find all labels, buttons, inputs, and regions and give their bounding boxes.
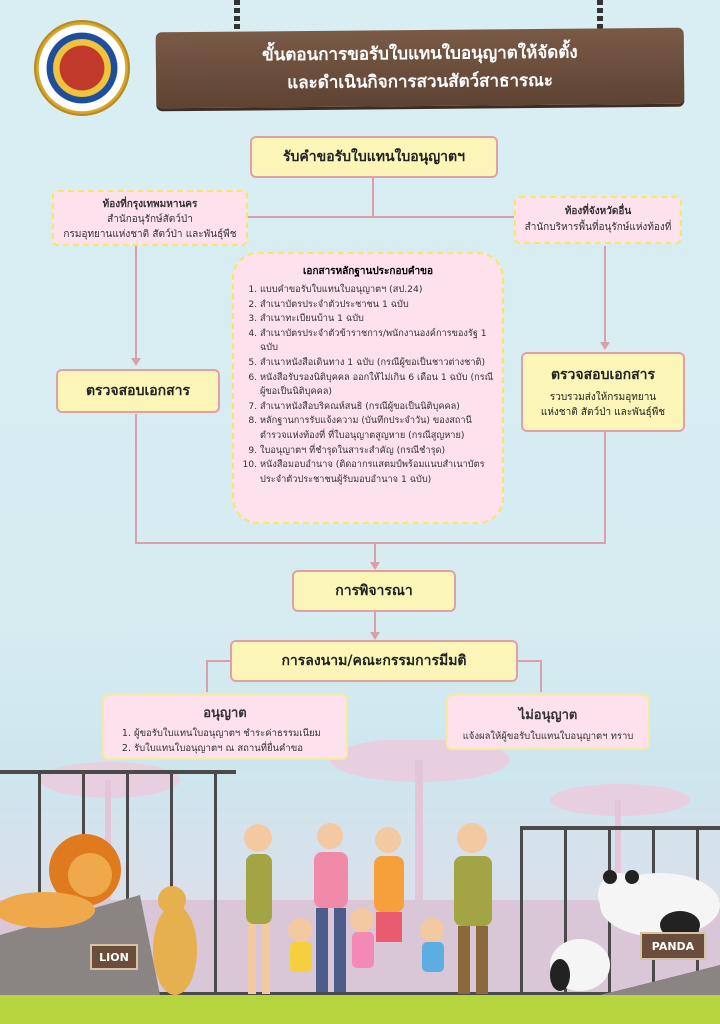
document-item: สำเนาบัตรประจำตัวข้าราชการ/พนักงานองค์กา…: [260, 327, 494, 356]
lion-sign: LION: [90, 944, 138, 970]
approved-item: ผู้ขอรับใบแทนใบอนุญาตฯ ชำระค่าธรรมเนียม: [134, 726, 346, 741]
consideration-step-box: การพิจารณา: [292, 570, 456, 612]
document-item: หลักฐานการรับแจ้งความ (บันทึกประจำวัน) ข…: [260, 414, 494, 443]
bangkok-line-1: สำนักอนุรักษ์สัตว์ป่า: [107, 214, 193, 225]
document-item: สำเนาหนังสือบริคณห์สนธิ (กรณีผู้ขอเป็นนิ…: [260, 400, 494, 415]
arrow-down: [370, 562, 380, 570]
connector: [374, 542, 376, 562]
bangkok-line-2: กรมอุทยานแห่งชาติ สัตว์ป่า และพันธุ์พืช: [63, 229, 237, 240]
sign-chain-left: [234, 0, 240, 30]
documents-title: เอกสารหลักฐานประกอบคำขอ: [303, 266, 433, 277]
check-documents-right-line-2: แห่งชาติ สัตว์ป่า และพันธุ์พืช: [540, 407, 666, 418]
check-documents-left-label: ตรวจสอบเอกสาร: [85, 383, 191, 399]
check-documents-right-title: ตรวจสอบเอกสาร: [550, 367, 656, 383]
panda-illustration: [550, 870, 720, 995]
connector: [540, 660, 542, 692]
document-item: สำเนาหนังสือเดินทาง 1 ฉบับ (กรณีผู้ขอเป็…: [260, 356, 494, 371]
consideration-step-label: การพิจารณา: [335, 583, 413, 599]
connector: [604, 246, 606, 342]
province-office-box: ท้องที่จังหวัดอื่น สำนักบริหารพื้นที่อนุ…: [514, 196, 682, 244]
panda-sign: PANDA: [640, 932, 706, 960]
ground: [0, 995, 720, 1024]
connector: [206, 660, 232, 662]
check-documents-right-line-1: รวบรวมส่งให้กรมอุทยาน: [549, 392, 657, 403]
sign-chain-right: [597, 0, 603, 30]
title-line-1: ขั้นตอนการขอรับใบแทนใบอนุญาตให้จัดตั้ง: [262, 42, 578, 66]
document-item: ใบอนุญาตฯ ที่ชำรุดในสาระสำคัญ (กรณีชำรุด…: [260, 444, 494, 459]
title-line-2: และดำเนินกิจการสวนสัตว์สาธารณะ: [287, 70, 554, 94]
arrow-down: [131, 358, 141, 366]
approved-box: อนุญาต ผู้ขอรับใบแทนใบอนุญาตฯ ชำระค่าธรร…: [102, 694, 348, 760]
connector: [206, 660, 208, 692]
document-item: หนังสือมอบอำนาจ (ติดอากรแสตมป์พร้อมแนบสำ…: [260, 458, 494, 487]
arrow-down: [600, 342, 610, 350]
document-item: สำเนาบัตรประจำตัวประชาชน 1 ฉบับ: [260, 298, 494, 313]
connector: [135, 246, 137, 358]
approved-item: รับใบแทนใบอนุญาตฯ ณ สถานที่ยื่นคำขอ: [134, 741, 346, 756]
documents-list: แบบคำขอรับใบแทนใบอนุญาตฯ (สป.24) สำเนาบั…: [242, 283, 494, 487]
panda-sign-label: PANDA: [651, 939, 695, 953]
connector: [372, 176, 374, 216]
check-documents-left-box: ตรวจสอบเอกสาร: [56, 369, 220, 413]
start-step-label: รับคำขอรับใบแทนใบอนุญาตฯ: [282, 149, 465, 165]
start-step-box: รับคำขอรับใบแทนใบอนุญาตฯ: [250, 136, 498, 178]
connector: [135, 414, 137, 542]
title-sign: ขั้นตอนการขอรับใบแทนใบอนุญาตให้จัดตั้ง แ…: [155, 27, 685, 109]
document-item: แบบคำขอรับใบแทนใบอนุญาตฯ (สป.24): [260, 283, 494, 298]
check-documents-right-box: ตรวจสอบเอกสาร รวบรวมส่งให้กรมอุทยาน แห่ง…: [521, 352, 685, 432]
rejected-box: ไม่อนุญาต แจ้งผลให้ผู้ขอรับใบแทนใบอนุญาต…: [446, 694, 650, 750]
signing-step-label: การลงนาม/คณะกรรมการมีมติ: [281, 653, 467, 669]
bangkok-title: ท้องที่กรุงเทพมหานคร: [102, 199, 198, 210]
approved-title: อนุญาต: [203, 706, 247, 721]
connector: [135, 216, 605, 218]
zoo-visitors-illustration: [244, 823, 492, 994]
province-title: ท้องที่จังหวัดอื่น: [564, 206, 632, 217]
document-item: หนังสือรับรองนิติบุคคล ออกให้ไม่เกิน 6 เ…: [260, 371, 494, 400]
signing-step-box: การลงนาม/คณะกรรมการมีมติ: [230, 640, 518, 682]
document-item: สำเนาทะเบียนบ้าน 1 ฉบับ: [260, 312, 494, 327]
bangkok-office-box: ท้องที่กรุงเทพมหานคร สำนักอนุรักษ์สัตว์ป…: [52, 190, 248, 246]
rejected-line-1: แจ้งผลให้ผู้ขอรับใบแทนใบอนุญาตฯ ทราบ: [462, 731, 634, 742]
lion-illustration: [0, 834, 197, 995]
required-documents-box: เอกสารหลักฐานประกอบคำขอ แบบคำขอรับใบแทนใ…: [232, 252, 504, 524]
province-line-1: สำนักบริหารพื้นที่อนุรักษ์แห่งท้องที่: [524, 222, 672, 233]
arrow-down: [370, 632, 380, 640]
lion-sign-label: LION: [99, 950, 129, 964]
rejected-title: ไม่อนุญาต: [518, 708, 578, 723]
connector: [135, 542, 606, 544]
connector: [374, 612, 376, 632]
department-seal-logo: [34, 20, 130, 116]
connector: [516, 660, 542, 662]
approved-list: ผู้ขอรับใบแทนใบอนุญาตฯ ชำระค่าธรรมเนียม …: [104, 726, 346, 756]
connector: [604, 432, 606, 542]
